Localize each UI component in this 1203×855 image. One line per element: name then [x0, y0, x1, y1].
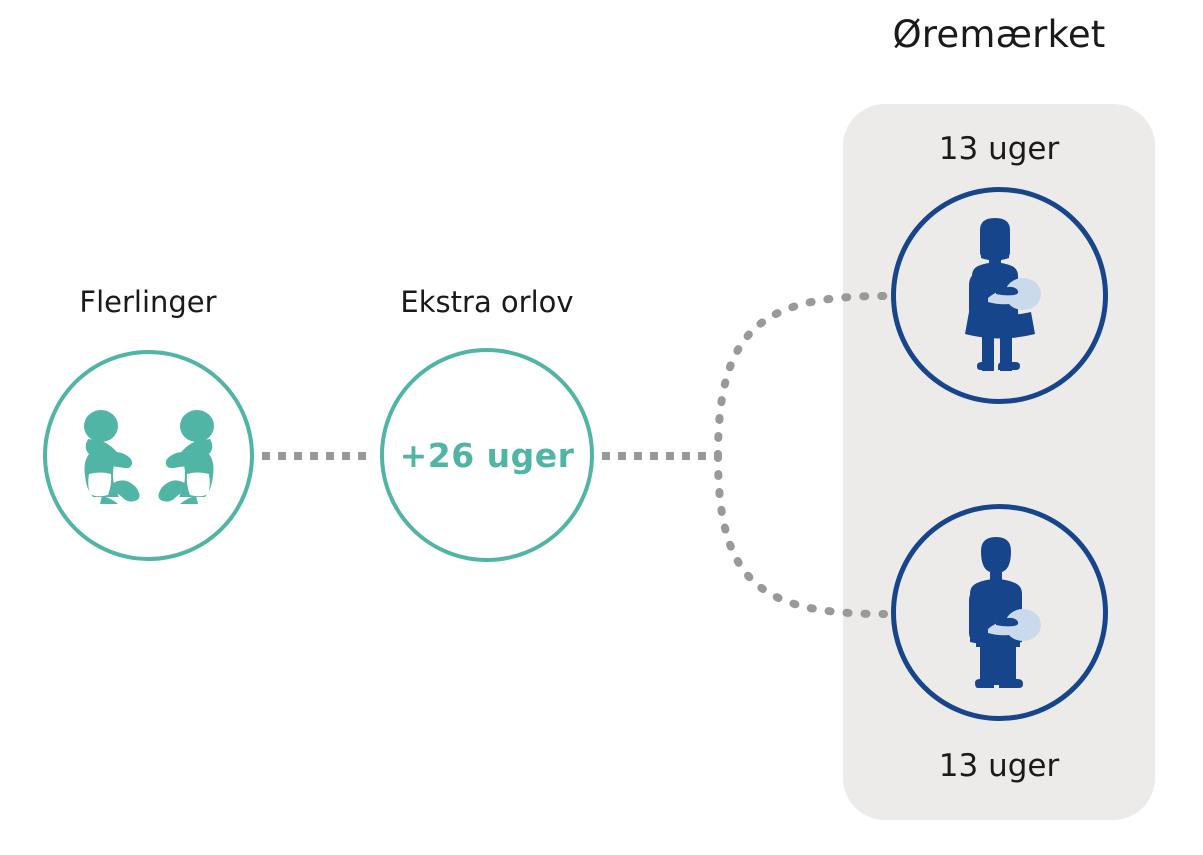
- father-weeks-label: 13 uger: [938, 748, 1060, 784]
- twins-label: Flerlinger: [79, 285, 217, 319]
- mother-circle[interactable]: [891, 187, 1108, 404]
- earmarked-title: Øremærket: [892, 13, 1106, 56]
- extra-leave-label: Ekstra orlov: [400, 285, 574, 319]
- extra-leave-circle[interactable]: +26 uger: [380, 348, 594, 562]
- man-holding-baby-icon: [896, 509, 1103, 716]
- extra-leave-value: +26 uger: [399, 435, 575, 475]
- mother-weeks-label: 13 uger: [938, 131, 1060, 167]
- woman-holding-baby-icon: [896, 192, 1103, 399]
- two-babies-icon: [47, 354, 250, 557]
- twins-circle[interactable]: [43, 350, 254, 561]
- father-circle[interactable]: [891, 504, 1108, 721]
